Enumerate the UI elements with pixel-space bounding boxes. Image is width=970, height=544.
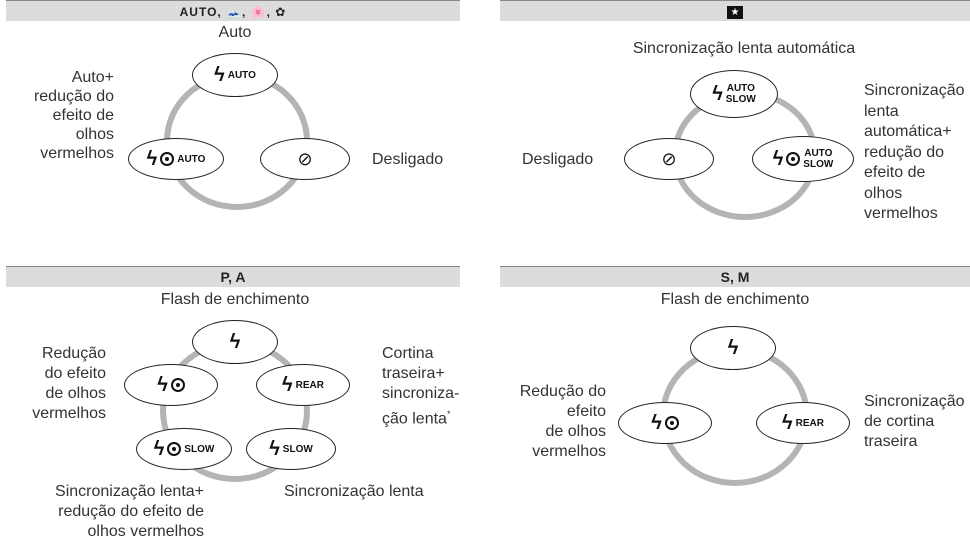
pill-flash-fill: ϟ [192, 320, 278, 364]
flash-bolt-icon: ϟ [269, 438, 280, 460]
flash-bolt-icon: ϟ [712, 83, 723, 105]
label-fill-flash: Flash de enchimento [660, 291, 810, 308]
flash-bolt-icon: ϟ [727, 337, 739, 359]
red-eye-icon [664, 416, 679, 430]
pill-flash-off: ⊘ [260, 138, 350, 180]
flash-bolt-icon: ϟ [772, 148, 784, 170]
red-eye-icon [170, 378, 185, 392]
pill-flash-slow: ϟ SLOW [246, 428, 336, 470]
flash-bolt-icon: ϟ [146, 148, 158, 170]
scene-mode-icons: AUTO, 🗻, 🌸, ✿ [179, 5, 287, 19]
label-slow-redeye: Sincronização lenta+redução do efeito de… [55, 483, 204, 540]
pill-flash-redeye-auto: ϟ AUTO [128, 138, 224, 180]
label-off: Desligado [372, 151, 444, 168]
pill-flash-auto: ϟ AUTO [192, 53, 278, 97]
pill-flash-redeye: ϟ [124, 364, 218, 406]
label-slow-sync: Sincronização lenta [284, 483, 424, 500]
pill-flash-rear: ϟ REAR [756, 402, 850, 444]
header-auto-modes: AUTO, 🗻, 🌸, ✿ [6, 0, 460, 21]
flash-bolt-icon: ϟ [282, 374, 293, 396]
pill-flash-off: ⊘ [624, 138, 714, 180]
flash-bolt-icon: ϟ [651, 412, 662, 434]
pill-flash-redeye-slow: ϟ SLOW [136, 428, 232, 470]
red-eye-icon [160, 152, 175, 166]
header-s-m: S, M [500, 266, 970, 287]
label-fill-flash: Flash de enchimento [160, 291, 310, 308]
night-portrait-icon: ★ [727, 5, 743, 19]
label-off: Desligado [522, 151, 594, 168]
pill-flash-redeye: ϟ [618, 402, 712, 444]
pill-flash-rear: ϟ REAR [256, 364, 350, 406]
flash-bolt-icon: ϟ [157, 374, 168, 396]
flash-bolt-icon: ϟ [782, 412, 793, 434]
red-eye-icon [167, 442, 182, 456]
flash-bolt-icon: ϟ [229, 331, 241, 353]
label-auto: Auto [218, 24, 252, 41]
label-slow-auto: Sincronização lenta automática [632, 40, 856, 57]
flash-bolt-icon: ϟ [153, 438, 165, 460]
flash-off-icon: ⊘ [297, 149, 313, 169]
red-eye-icon [786, 152, 801, 166]
pill-flash-fill: ϟ [690, 326, 776, 370]
flash-off-icon: ⊘ [661, 149, 677, 169]
flash-bolt-icon: ϟ [214, 64, 225, 86]
header-p-a: P, A [6, 266, 460, 287]
header-night-portrait: ★ [500, 0, 970, 21]
